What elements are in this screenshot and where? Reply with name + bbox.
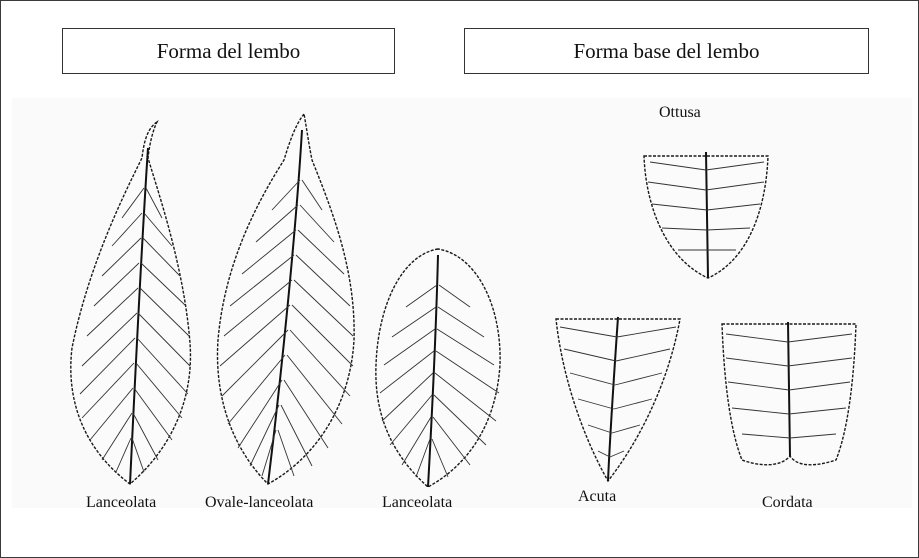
base-label-acute: Acuta: [578, 488, 617, 505]
base-label-obtuse: Ottusa: [659, 104, 701, 121]
leaf-shape-header: Forma del lembo: [62, 28, 395, 74]
lanceolate-leaf-illustration: [70, 119, 192, 485]
leaf-base-header: Forma base del lembo: [464, 28, 869, 74]
acute-base-illustration: [555, 316, 681, 483]
obtuse-base-illustration: [643, 151, 769, 279]
leaf-label-ovate-lanceolate: Ovale-lanceolata: [205, 494, 314, 511]
leaf-base-title: Forma base del lembo: [573, 38, 760, 63]
ovate-lanceolate-leaf-illustration: [216, 112, 355, 485]
elliptic-leaf-illustration: [375, 248, 501, 488]
leaf-label-lanceolate-1: Lanceolata: [86, 494, 157, 511]
cordate-base-illustration: [721, 321, 857, 466]
base-label-cordate: Cordata: [762, 494, 813, 511]
leaf-label-lanceolate-2: Lanceolata: [382, 494, 453, 511]
leaf-shape-title: Forma del lembo: [156, 38, 301, 63]
